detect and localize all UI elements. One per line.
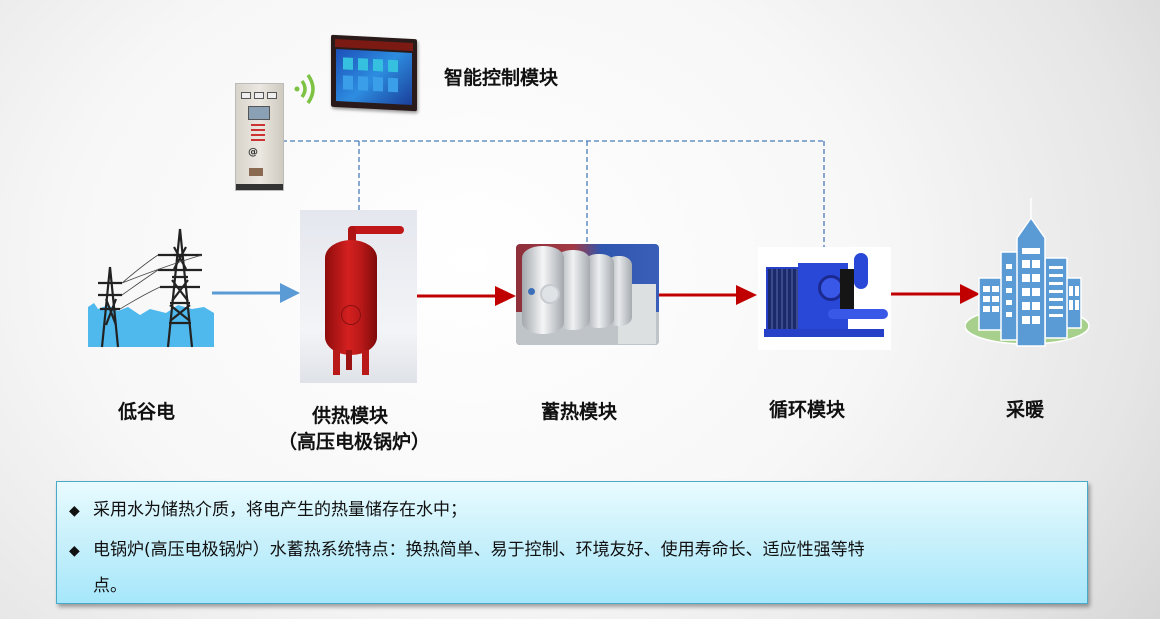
wireless-signal-icon xyxy=(294,73,315,105)
note-text-2-continued: 点。 xyxy=(93,576,127,596)
node-label-boiler: 供热模块 xyxy=(312,405,389,427)
flow-arrow-circulation-heating xyxy=(891,284,980,304)
diamond-bullet-icon: ◆ xyxy=(69,543,80,559)
node-sublabel-boiler: （高压电极锅炉） xyxy=(278,431,431,453)
note-bullet-2-continued: 点。 xyxy=(93,568,127,604)
note-text-1: 采用水为储热介质，将电产生的热量储存在水中； xyxy=(93,500,467,520)
control-cabinet-icon: @ xyxy=(235,83,284,191)
control-module-title: 智能控制模块 xyxy=(444,67,559,89)
note-text-2: 电锅炉(高压电极锅炉）水蓄热系统特点：换热简单、易于控制、环境友好、使用寿命长、… xyxy=(93,540,865,560)
diamond-bullet-icon: ◆ xyxy=(69,503,80,519)
note-bullet-1: ◆ 采用水为储热介质，将电产生的热量储存在水中； xyxy=(69,492,467,529)
node-label-storage: 蓄热模块 xyxy=(541,401,618,423)
flow-arrow-power-boiler xyxy=(212,283,300,303)
flow-arrow-storage-circulation xyxy=(657,285,757,305)
buildings-icon xyxy=(965,198,1090,347)
electrode-boiler-icon xyxy=(300,210,417,383)
flow-arrow-boiler-storage xyxy=(416,286,516,306)
node-label-heating: 采暖 xyxy=(1006,399,1045,421)
storage-tanks-icon xyxy=(516,244,659,345)
control-monitor-icon xyxy=(331,34,417,112)
node-label-circulation: 循环模块 xyxy=(769,399,846,421)
node-label-power: 低谷电 xyxy=(118,401,176,423)
notes-panel: ◆ 采用水为储热介质，将电产生的热量储存在水中； ◆ 电锅炉(高压电极锅炉）水蓄热系… xyxy=(56,481,1088,604)
heat-exchanger-icon xyxy=(758,247,891,350)
power-tower-icon xyxy=(88,228,214,348)
note-bullet-2: ◆ 电锅炉(高压电极锅炉）水蓄热系统特点：换热简单、易于控制、环境友好、使用寿命长… xyxy=(69,532,865,569)
